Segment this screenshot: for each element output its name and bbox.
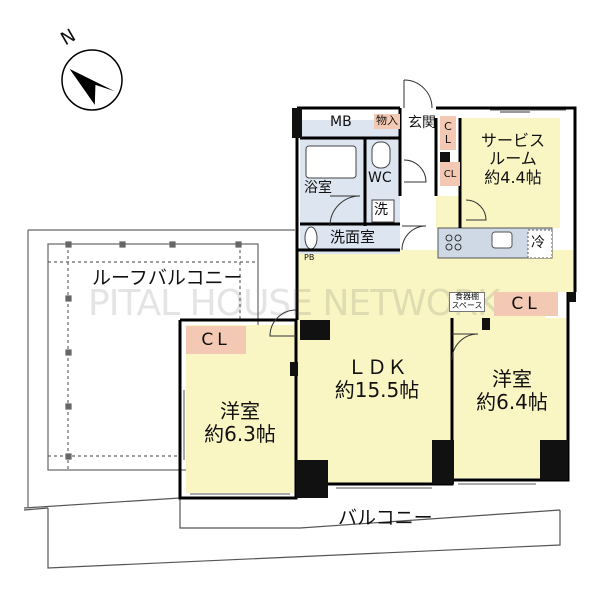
wc-label: WC <box>368 170 392 186</box>
western-room-right-label: 洋室 約6.4帖 <box>460 368 564 414</box>
pantry-line-1: 食器棚 <box>455 292 479 301</box>
pb-label: PB <box>304 253 315 262</box>
entrance-text: 玄関 <box>408 115 436 131</box>
service-closet: CL <box>440 162 460 186</box>
fridge-label: 冷 <box>531 235 545 251</box>
entrance-closet-c: C <box>444 120 452 133</box>
closet-right-text: CL <box>511 294 541 314</box>
kitchen-counter <box>437 227 553 259</box>
ldk-name: ＬＤＫ <box>347 355 407 379</box>
western-room-left-name: 洋室 <box>220 399 260 423</box>
western-room-left-label: 洋室 約6.3帖 <box>190 400 290 446</box>
balcony-outline <box>23 497 561 569</box>
pantry-label: 食器棚 スペース <box>449 292 485 312</box>
entrance-closet: C L <box>440 116 456 150</box>
washer-label: 洗 <box>374 202 388 219</box>
closet-left-text: CL <box>201 330 231 350</box>
windows <box>183 109 566 495</box>
service-room-name-2: ルーム <box>489 149 537 169</box>
western-room-right-size: 約6.4帖 <box>476 390 548 414</box>
compass <box>61 49 123 111</box>
western-room-right-name: 洋室 <box>492 367 532 391</box>
service-room-size: 約4.4帖 <box>484 167 542 187</box>
roof-balcony-label: ルーフバルコニー <box>92 267 243 289</box>
mb-label: MB <box>330 114 352 130</box>
service-room-label: サービス ルーム 約4.4帖 <box>470 131 556 187</box>
pantry-line-2: スペース <box>451 300 483 310</box>
storage-label: 物入 <box>374 114 400 129</box>
balcony-label: バルコニー <box>338 507 433 529</box>
washroom-label: 洗面室 <box>330 228 376 246</box>
ldk-label: ＬＤＫ 約15.5帖 <box>322 356 432 402</box>
service-room-name-1: サービス <box>480 131 545 150</box>
entrance-closet-l: L <box>444 133 452 146</box>
ldk-size: 約15.5帖 <box>334 378 420 402</box>
service-closet-text: CL <box>443 168 457 180</box>
closet-left: CL <box>186 326 246 354</box>
western-room-left-size: 約6.3帖 <box>204 422 276 446</box>
entrance-label: 玄関 <box>408 115 436 131</box>
closet-right: CL <box>494 292 558 316</box>
wall-blocks <box>290 108 576 498</box>
watermark: PITAL HOUSE NETWORK <box>88 283 501 324</box>
bath-label: 浴室 <box>304 180 332 196</box>
roof-balcony-outline <box>27 229 295 508</box>
